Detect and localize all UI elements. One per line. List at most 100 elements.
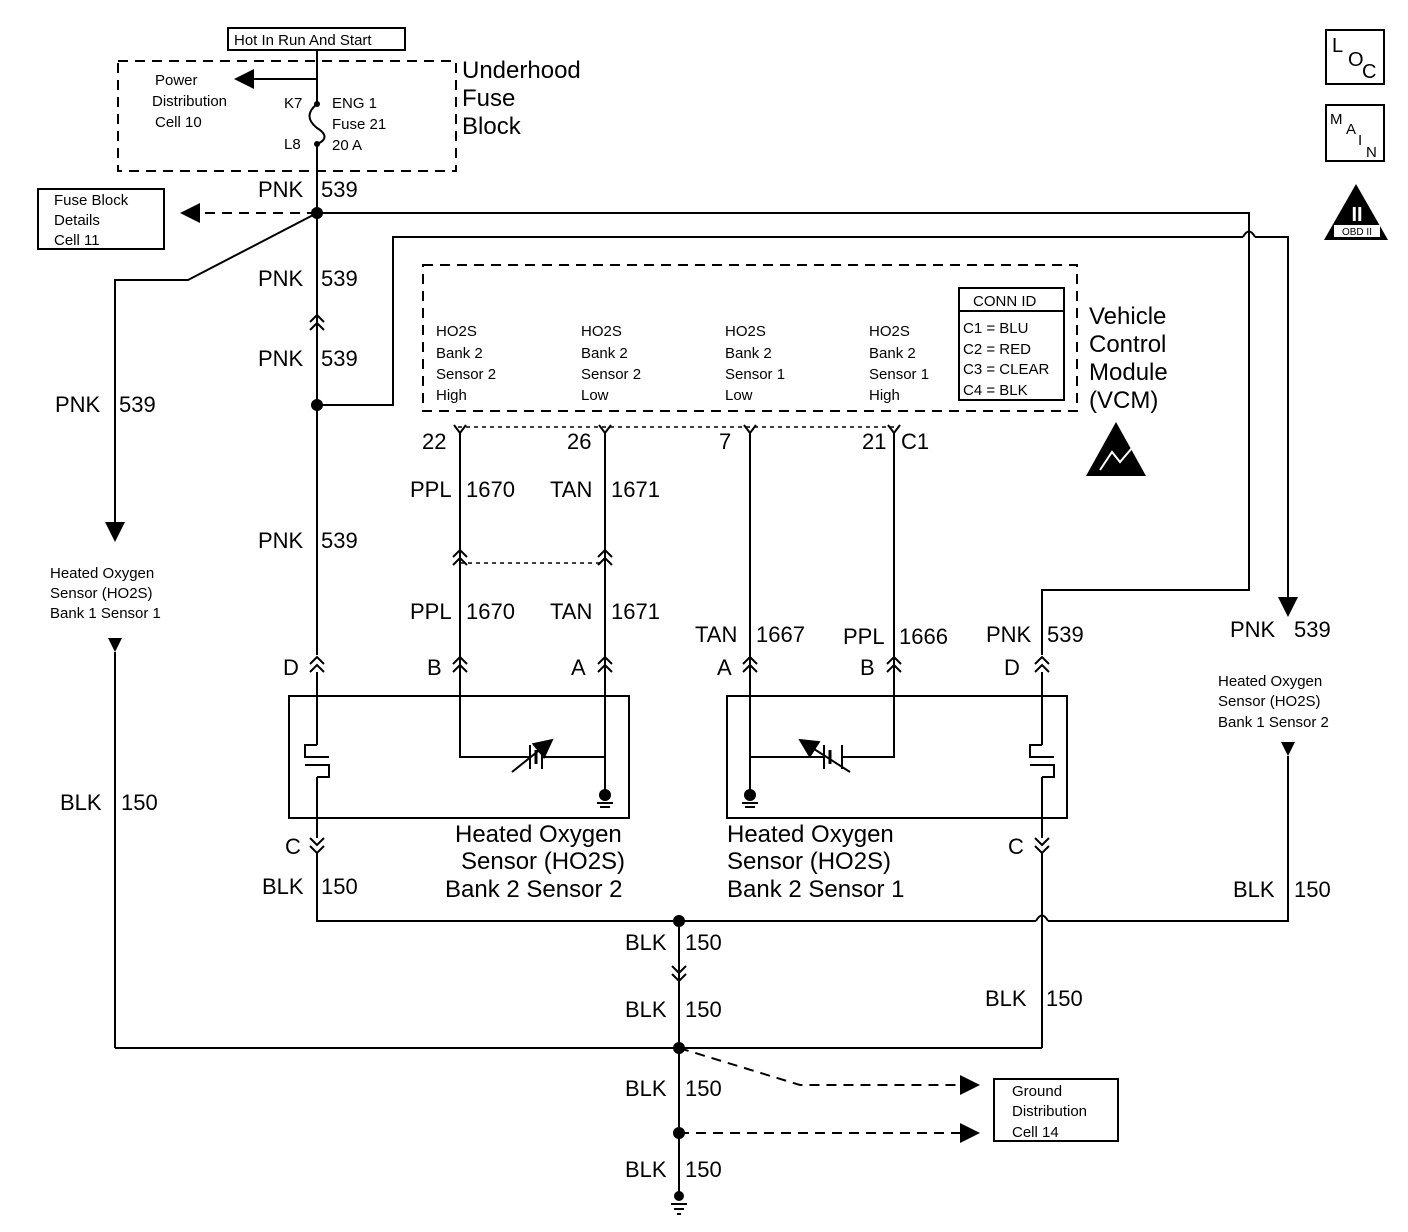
vcm-pin-7: 7: [719, 429, 731, 454]
blk-wire-b1s2: [1048, 756, 1289, 922]
svg-text:Sensor 1: Sensor 1: [725, 366, 785, 383]
fuse-info-line2: Fuse 21: [332, 116, 386, 133]
pnk-label-b2s1: PNK: [986, 622, 1032, 647]
b1s1-ground-arrow: [108, 638, 122, 652]
chassis-ground-dot: [674, 1191, 684, 1201]
fuse-block-name-line3: Block: [462, 113, 522, 140]
pnk-label-3: PNK: [258, 346, 304, 371]
b2s2-pin-b-connector: [452, 655, 468, 673]
b2s2-signal-wire: [459, 672, 520, 758]
obd-ii-icon[interactable]: II OBD II: [1324, 184, 1388, 240]
pnk-wire-b1s2: [1255, 236, 1298, 617]
conn-id-title: CONN ID: [973, 293, 1037, 310]
b2s1-heater-element: [1029, 744, 1055, 778]
pnk-circuit-b1s2: 539: [1294, 617, 1331, 642]
chassis-ground-symbol: [671, 1203, 687, 1215]
b1s1-label-line2: Sensor (HO2S): [50, 585, 153, 602]
main-icon[interactable]: M A I N: [1325, 104, 1385, 162]
conn-id-row-2: C2 = RED: [963, 341, 1031, 358]
b1s2-label-line1: Heated Oxygen: [1218, 673, 1322, 690]
b1s2-label-line2: Sensor (HO2S): [1218, 693, 1321, 710]
svg-text:Sensor 2: Sensor 2: [581, 366, 641, 383]
conn-id-box: [958, 287, 1065, 401]
b2s2-pin-b-label: B: [427, 655, 442, 680]
blk-trunk-label-3: BLK: [625, 1076, 667, 1101]
pnk-circuit-b2s1: 539: [1047, 622, 1084, 647]
blk-bus-upper: [316, 853, 1036, 922]
power-distribution-line2: Distribution: [152, 93, 227, 110]
svg-text:M: M: [1330, 111, 1343, 128]
svg-text:II: II: [1351, 204, 1362, 226]
blk-trunk-inline-connector: [671, 965, 687, 983]
vcm-pin26-connector: [598, 424, 612, 435]
ppl-label-1: PPL: [410, 477, 452, 502]
b2s1-case-ground: [744, 789, 756, 801]
b2s1-pin-c-label: C: [1008, 834, 1024, 859]
tan-label-2: TAN: [550, 599, 592, 624]
b2s1-ground-symbol: [742, 802, 758, 808]
b2s2-pin-c-connector: [309, 837, 325, 855]
b2s2-label-line2: Sensor (HO2S): [461, 848, 625, 875]
svg-text:O: O: [1348, 49, 1364, 71]
blk-trunk-circuit-2: 150: [685, 997, 722, 1022]
b2s2-heater-element: [304, 744, 330, 778]
fuse-block-details-line3: Cell 11: [54, 232, 100, 249]
conn-id-row-4: C4 = BLK: [963, 382, 1028, 399]
b1s1-label-line1: Heated Oxygen: [50, 565, 154, 582]
b2s1-pin-b-connector: [886, 655, 902, 673]
conn-id-row-3: C3 = CLEAR: [963, 361, 1049, 378]
svg-text:C: C: [1362, 61, 1376, 83]
ppl-circuit-1: 1670: [466, 477, 515, 502]
blk-circuit-b1s2: 150: [1294, 877, 1331, 902]
vcm-outline: [422, 264, 1078, 412]
b2s2-variable-cell-icon: [511, 738, 605, 773]
vcm-circuit-b2s1-high: HO2S Bank 2 Sensor 1 High: [869, 323, 929, 404]
svg-text:N: N: [1366, 144, 1377, 161]
blk-label-b1s2: BLK: [1233, 877, 1275, 902]
svg-text:Bank 2: Bank 2: [436, 345, 483, 362]
fuse-block-name-line2: Fuse: [462, 85, 515, 112]
svg-text:Bank 2: Bank 2: [581, 345, 628, 362]
pnk-label-b1s2: PNK: [1230, 617, 1276, 642]
tan-label-3: TAN: [695, 622, 737, 647]
blk-circuit-b2s1: 150: [1046, 986, 1083, 1011]
pnk-wire-b2s1: [317, 212, 1250, 655]
svg-text:Sensor 1: Sensor 1: [869, 366, 929, 383]
ppl-circuit-3: 1666: [899, 624, 948, 649]
vcm-pin-26: 26: [567, 429, 591, 454]
tan-label-1: TAN: [550, 477, 592, 502]
blk-trunk-label-4: BLK: [625, 1157, 667, 1182]
svg-text:L: L: [1332, 35, 1343, 57]
blk-trunk-label-1: BLK: [625, 930, 667, 955]
b2s1-pin-d-connector: [1034, 655, 1050, 673]
ppl-label-2: PPL: [410, 599, 452, 624]
vcm-pin7-connector: [743, 424, 757, 435]
b2s1-pin-d-label: D: [1004, 655, 1020, 680]
b2s1-label-line2: Sensor (HO2S): [727, 848, 891, 875]
vcm-name-line1: Vehicle: [1089, 303, 1166, 330]
tan-circuit-1: 1671: [611, 477, 660, 502]
vcm-circuit-b2s2-low: HO2S Bank 2 Sensor 2 Low: [581, 323, 641, 404]
fuse-symbol: [308, 103, 326, 145]
ground-distribution-line2: Distribution: [1012, 1103, 1087, 1120]
loc-icon[interactable]: L O C: [1325, 29, 1385, 85]
blk-trunk-circuit-1: 150: [685, 930, 722, 955]
pnk-inline-connector: [309, 313, 325, 331]
svg-text:Sensor 2: Sensor 2: [436, 366, 496, 383]
vcm-pin-21: 21: [862, 429, 886, 454]
pnk-wire-upper-loop: [317, 236, 1243, 406]
svg-text:High: High: [869, 387, 900, 404]
tan-circuit-3: 1667: [756, 622, 805, 647]
b2s2-label-line3: Bank 2 Sensor 2: [445, 876, 622, 903]
b1s1-label-line3: Bank 1 Sensor 1: [50, 605, 161, 622]
vcm-name-line2: Control: [1089, 331, 1166, 358]
vcm-name-line4: (VCM): [1089, 387, 1158, 414]
svg-text:A: A: [1346, 121, 1356, 138]
pnk-label-1: PNK: [258, 177, 304, 202]
vcm-name-line3: Module: [1089, 359, 1168, 386]
blk-trunk-label-2: BLK: [625, 997, 667, 1022]
b2s1-pin-c-connector: [1034, 837, 1050, 855]
conn-id-row-1: C1 = BLU: [963, 320, 1028, 337]
vcm-connector-c1: C1: [901, 429, 929, 454]
